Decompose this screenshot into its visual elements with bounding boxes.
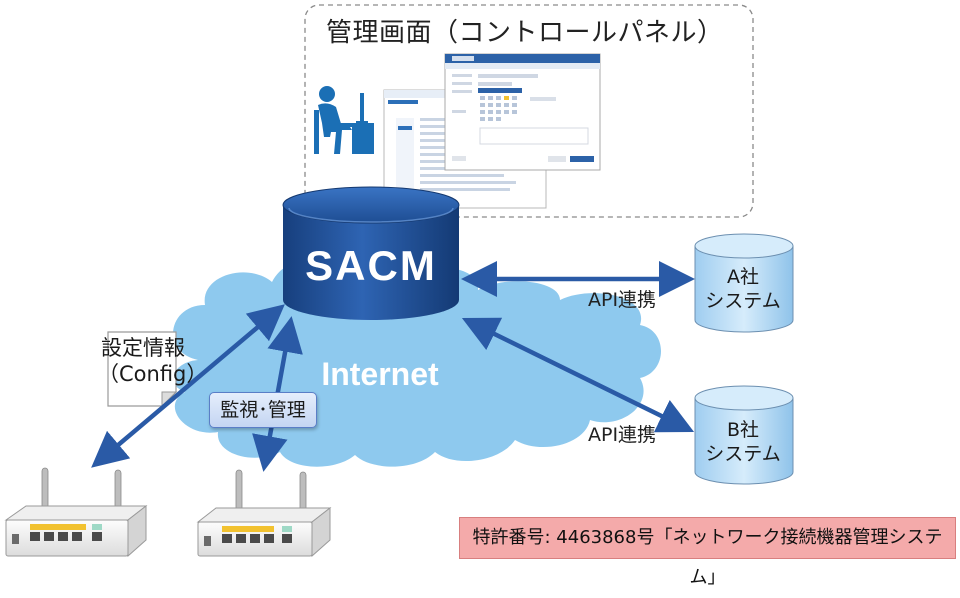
patent-number-box: 特許番号: 4463868号「ネットワーク接続機器管理システム」	[459, 517, 956, 588]
api-link-label-b: API連携	[588, 424, 657, 446]
api-arrow-b	[461, 317, 695, 433]
router-1-device	[4, 467, 148, 558]
api-link-label-a: API連携	[588, 289, 657, 311]
system-diagram: Internet SACM	[4, 4, 794, 558]
sacm-server-cylinder	[282, 186, 460, 320]
company-a-name: A社	[727, 266, 759, 288]
monitor-management-label: 監視･管理	[209, 392, 317, 428]
internet-label: Internet	[321, 356, 439, 392]
config-arrow	[91, 304, 285, 468]
router-2-device	[196, 469, 332, 558]
operator-at-desk-icon	[314, 86, 374, 154]
company-b-name: B社	[726, 419, 760, 441]
control-panel-frame	[304, 4, 754, 218]
config-label-line2: （Config）	[98, 362, 208, 386]
company-a-system-label: A社 システム	[688, 265, 798, 313]
company-a-system-text: システム	[705, 290, 781, 312]
company-a-system-database	[694, 233, 794, 333]
config-label: 設定情報 （Config）	[98, 335, 208, 387]
company-b-system-label: B社 システム	[688, 418, 798, 466]
config-label-line1: 設定情報	[101, 336, 185, 360]
control-panel-title: 管理画面（コントロールパネル）	[326, 18, 724, 48]
sacm-label: SACM	[305, 242, 437, 289]
admin-screenshot-front	[444, 53, 601, 171]
company-b-system-database	[694, 385, 794, 485]
company-b-system-text: システム	[705, 443, 781, 465]
